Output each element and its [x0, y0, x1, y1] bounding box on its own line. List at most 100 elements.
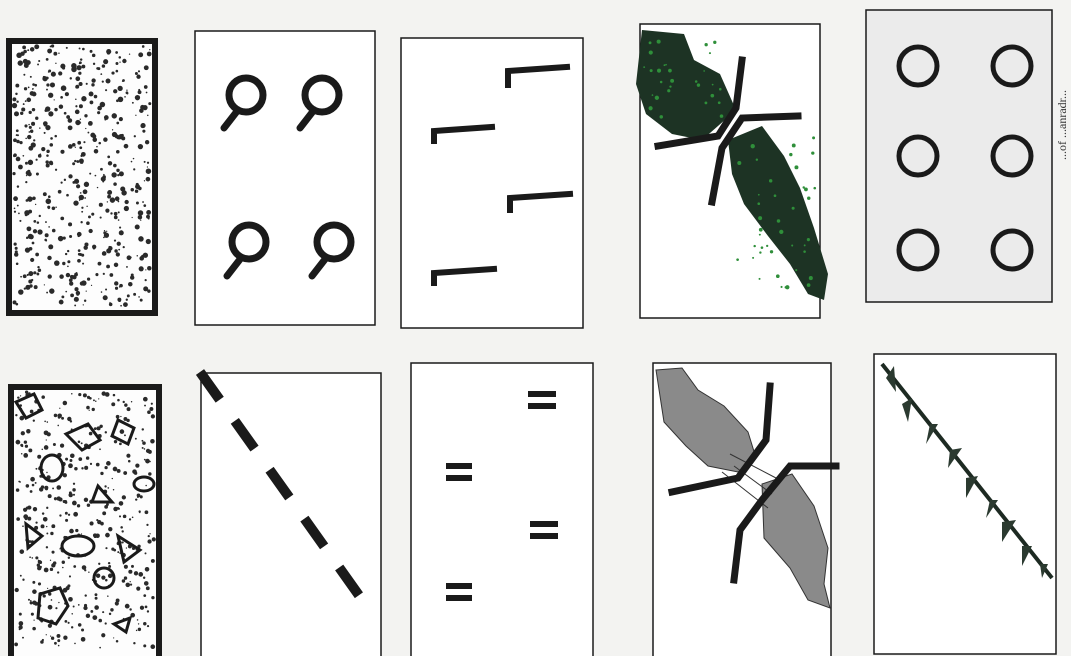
- stipple-dot: [42, 512, 44, 514]
- stipple-dot: [126, 299, 128, 301]
- stipple-dot: [126, 266, 128, 268]
- stipple-dot: [68, 463, 73, 468]
- stipple-dot: [65, 458, 68, 461]
- green-speck: [670, 79, 674, 83]
- stipple-dot: [26, 506, 29, 509]
- stipple-dot: [58, 236, 63, 241]
- stipple-dot: [28, 124, 29, 125]
- green-speck: [753, 245, 755, 247]
- stipple-dot: [32, 92, 37, 97]
- stipple-dot: [15, 303, 18, 306]
- stipple-dot: [95, 597, 98, 600]
- stipple-dot: [62, 262, 65, 265]
- green-speck: [697, 83, 700, 86]
- stipple-dot: [89, 432, 93, 436]
- stipple-dot: [56, 485, 61, 490]
- stipple-dot: [71, 393, 73, 395]
- stipple-dot: [55, 207, 56, 208]
- stipple-dot: [70, 420, 72, 422]
- stipple-dot: [69, 491, 72, 494]
- stipple-dot: [33, 420, 35, 422]
- stipple-dot: [49, 288, 54, 293]
- stipple-dot: [50, 137, 53, 140]
- stipple-dot: [25, 100, 27, 102]
- stipple-dot: [111, 548, 114, 551]
- green-speck: [776, 274, 780, 278]
- stipple-dot: [91, 213, 94, 216]
- stipple-dot: [100, 168, 103, 171]
- tile-hooked-circles: [194, 30, 376, 326]
- stipple-dot: [33, 229, 37, 233]
- stipple-dot: [44, 568, 49, 573]
- stipple-dot: [146, 586, 150, 590]
- stipple-dot: [29, 556, 31, 558]
- stipple-dot: [81, 207, 83, 209]
- green-speck: [718, 101, 721, 104]
- tile-fine-stipple: [6, 38, 158, 316]
- stipple-dot: [94, 95, 98, 99]
- stipple-dot: [28, 448, 32, 452]
- green-speck: [758, 194, 760, 196]
- stipple-dot: [73, 512, 78, 517]
- stipple-dot: [145, 567, 150, 572]
- stipple-dot: [50, 532, 53, 535]
- stipple-dot: [138, 90, 142, 94]
- stipple-dot: [78, 623, 82, 627]
- stipple-dot: [124, 206, 129, 211]
- stipple-dot: [139, 510, 141, 512]
- stipple-dot: [16, 157, 21, 162]
- stipple-dot: [140, 105, 145, 110]
- stipple-dot: [104, 485, 106, 487]
- stipple-dot: [43, 594, 46, 597]
- stipple-dot: [54, 260, 60, 266]
- stipple-dot: [43, 517, 48, 522]
- stipple-dot: [127, 407, 131, 411]
- stipple-dot: [12, 172, 15, 175]
- stipple-dot: [146, 177, 151, 182]
- stipple-dot: [21, 453, 23, 455]
- stipple-dot: [147, 539, 151, 543]
- stipple-dot: [78, 249, 81, 252]
- stipple-dot: [83, 393, 87, 397]
- stipple-dot: [138, 572, 143, 577]
- stipple-dot: [139, 266, 144, 271]
- stipple-dot: [44, 430, 49, 435]
- stipple-dot: [132, 516, 134, 518]
- stipple-dot: [117, 469, 121, 473]
- stipple-dot: [26, 429, 30, 433]
- stippled-fill-icon: [6, 38, 158, 316]
- stipple-dot: [145, 459, 150, 464]
- stipple-dot: [118, 211, 120, 213]
- stipple-dot: [79, 47, 81, 49]
- stipple-dot: [14, 211, 16, 213]
- stipple-dot: [131, 565, 134, 568]
- green-speck: [667, 89, 670, 92]
- stipple-dot: [147, 266, 152, 271]
- stipple-dot: [145, 552, 147, 554]
- stipple-dot: [79, 82, 83, 86]
- stipple-dot: [107, 51, 110, 54]
- stipple-dot: [106, 265, 110, 269]
- stipple-dot: [40, 566, 42, 568]
- stipple-dot: [93, 533, 97, 537]
- stipple-dot: [116, 640, 119, 643]
- stipple-dot: [80, 160, 84, 164]
- stipple-dot: [85, 594, 87, 596]
- stipple-dot: [46, 199, 52, 205]
- stipple-dot: [148, 535, 150, 537]
- stipple-dot: [96, 574, 100, 578]
- stipple-dot: [53, 443, 56, 446]
- stipple-dot: [134, 472, 137, 475]
- stipple-dot: [123, 246, 125, 248]
- stipple-dot: [151, 403, 153, 405]
- green-speck: [664, 64, 666, 66]
- stipple-dot: [134, 571, 138, 575]
- stipple-dot: [58, 416, 61, 419]
- stipple-dot: [76, 293, 79, 296]
- stipple-dot: [90, 610, 93, 613]
- stipple-dot: [51, 44, 54, 47]
- stipple-dot: [119, 286, 121, 288]
- stipple-dot: [66, 115, 70, 119]
- stipple-dot: [87, 132, 89, 134]
- stipple-dot: [108, 527, 112, 531]
